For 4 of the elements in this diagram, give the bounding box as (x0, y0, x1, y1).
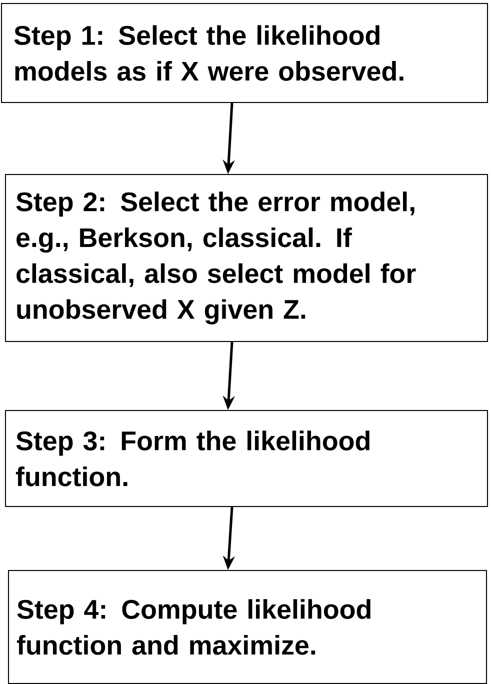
step-box: Step 2: Select the error model, e.g., Berkson, classical. If classical, also select model for unobserved X given Z. (5, 174, 488, 342)
step-box: Step 3: Form the likelihood function. (5, 410, 488, 507)
step-box: Step 1: Select the likelihood models as if X were observed. (1, 3, 488, 103)
step-box: Step 4: Compute likelihood function and maximize. (8, 570, 487, 684)
